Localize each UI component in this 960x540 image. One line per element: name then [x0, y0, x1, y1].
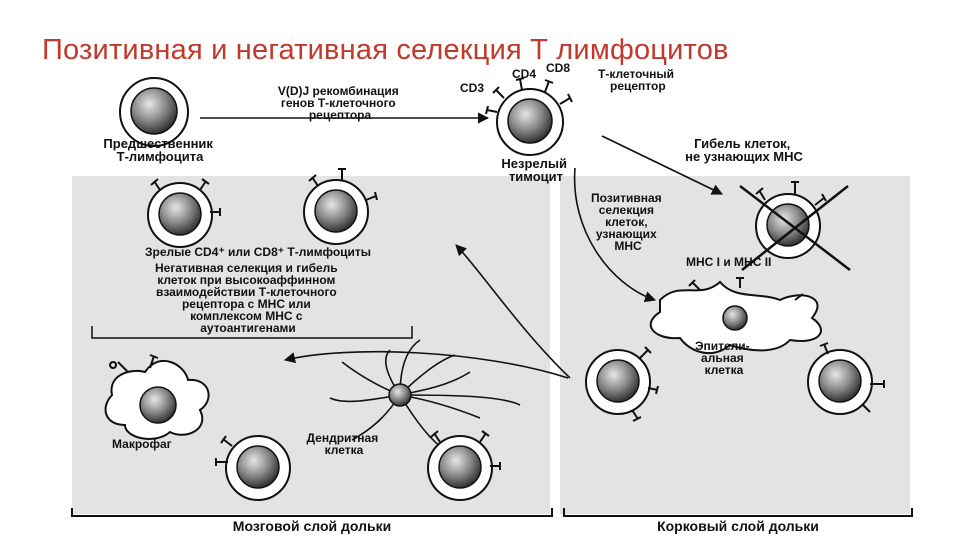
- label-dendritic: Дендритная клетка: [306, 431, 381, 457]
- label-medulla: Мозговой слой дольки: [233, 518, 391, 534]
- immature-thymocyte: [485, 77, 573, 156]
- cortex-bracket: [563, 508, 913, 517]
- slide-title: Позитивная и негативная селекция Т лимфо…: [42, 34, 729, 66]
- negative-bracket: [91, 326, 413, 339]
- label-epithelial: Эпители- альная клетка: [695, 339, 753, 377]
- arrow-death: [601, 135, 724, 195]
- label-cd3: CD3: [460, 81, 484, 95]
- medulla-tcell-right: [427, 430, 501, 501]
- mature-cd4-cell: [147, 178, 221, 248]
- label-cd4: CD4: [512, 67, 536, 81]
- epithelial-cell: [649, 277, 822, 354]
- label-cd8: CD8: [546, 61, 570, 75]
- label-negative: Негативная селекция и гибель клеток при …: [155, 261, 341, 335]
- arrow-to-mature: [455, 244, 571, 379]
- cross-mark: [739, 185, 851, 271]
- cortex-tcell-left: [585, 346, 659, 422]
- dendritic-cell: [329, 339, 521, 451]
- medulla-tcell-left: [215, 435, 291, 501]
- label-positive: Позитивная селекция клеток, узнающих МНС: [591, 191, 665, 253]
- label-mhc: МНС I и МНС II: [686, 255, 771, 269]
- arrows: [200, 112, 724, 379]
- label-precursor: Предшественник Т-лимфоцита: [103, 136, 216, 164]
- arrow-positive: [573, 167, 657, 303]
- label-cortex: Корковый слой дольки: [657, 518, 819, 534]
- arrow-negative: [283, 350, 569, 379]
- macrophage: [104, 354, 210, 440]
- medulla-bracket: [71, 508, 553, 517]
- cortex-tcell-right: [807, 342, 885, 415]
- precursor-cell: [119, 77, 189, 147]
- label-death: Гибель клеток, не узнающих МНС: [685, 136, 803, 164]
- dying-cell: [739, 181, 851, 271]
- label-mature: Зрелые CD4⁺ или CD8⁺ Т-лимфоциты: [145, 245, 371, 259]
- label-macrophage: Макрофаг: [112, 437, 172, 451]
- mature-cd8-cell: [303, 168, 378, 245]
- label-vdj: V(D)J рекомбинация генов Т-клеточного ре…: [278, 84, 402, 122]
- label-immature: Незрелый тимоцит: [501, 156, 570, 184]
- label-tcr: Т-клеточный рецептор: [598, 67, 677, 93]
